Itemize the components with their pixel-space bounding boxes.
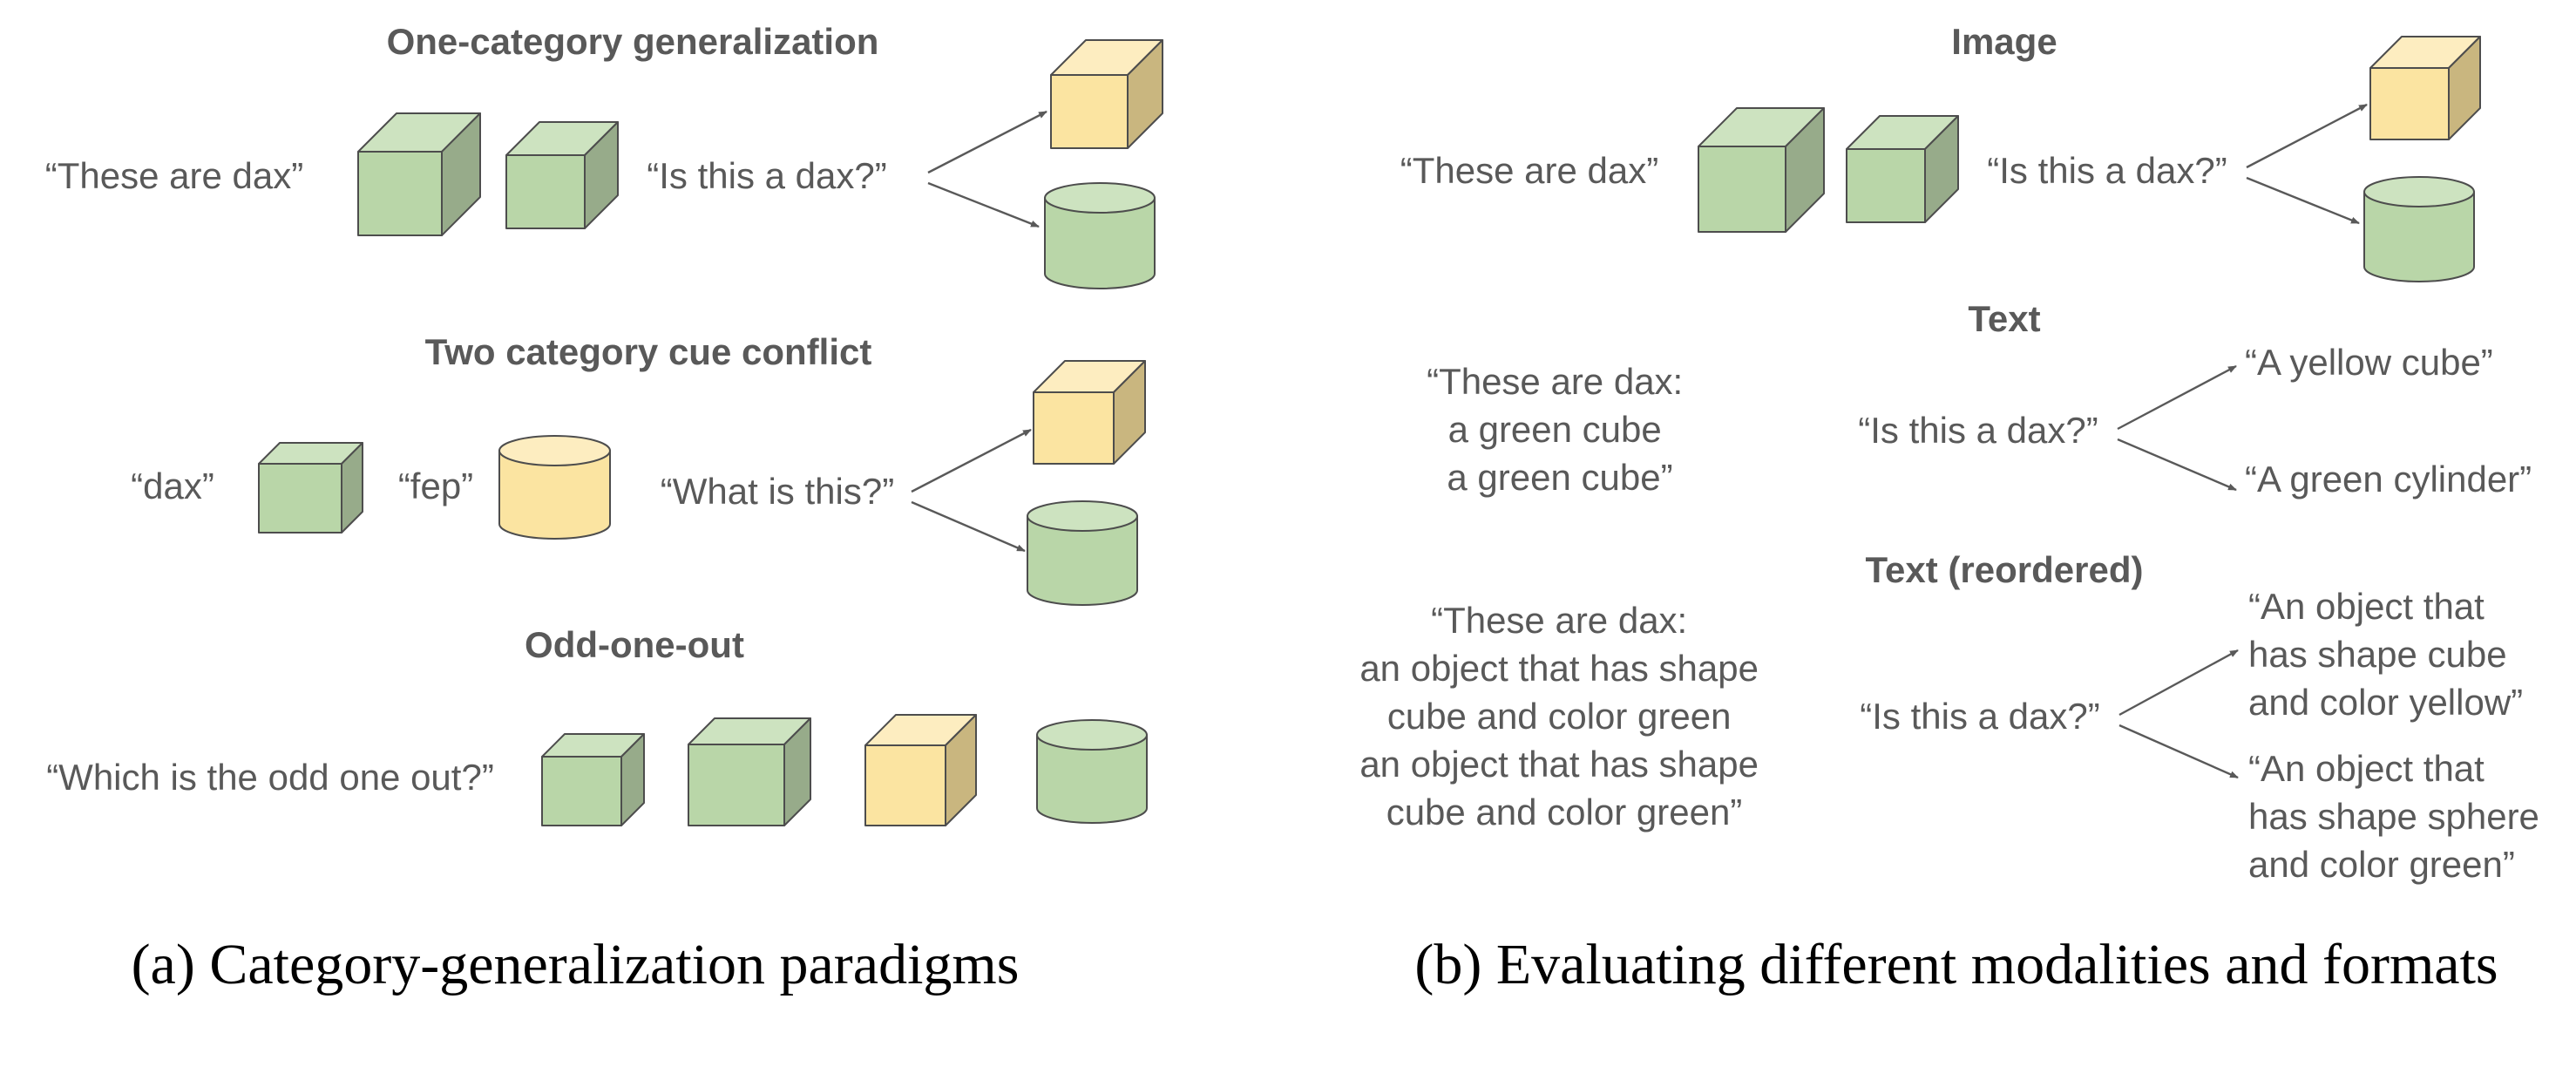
green-cube-odd-1 [541, 733, 645, 826]
text-context: “These are dax: a green cube a green cub… [1427, 361, 1693, 498]
arrow-to-yellow-cube-2 [911, 428, 1032, 493]
arrow-to-green-cylinder-3 [2246, 176, 2360, 225]
arrow-to-green-cylinder-2 [911, 500, 1026, 553]
panel-a: One-category generalization “These are d… [45, 21, 1163, 996]
green-cube-small [505, 121, 619, 229]
one-category-section: One-category generalization “These are d… [45, 21, 1163, 289]
text-reordered-context-line-5: cube and color green” [1386, 792, 1743, 833]
text-context-line-2: a green cube [1448, 409, 1662, 450]
yellow-cube-image-option [2369, 36, 2481, 140]
green-cube-large [357, 112, 481, 236]
text-reordered-context-line-4: an object that has shape [1359, 744, 1759, 785]
panel-b-caption: (b) Evaluating different modalities and … [1414, 933, 2498, 996]
reordered-option-1-line-3: and color yellow” [2248, 682, 2523, 723]
green-cube-image-large [1698, 107, 1825, 233]
text-question: “Is this a dax?” [1858, 410, 2098, 451]
text-reordered-option-2: “An object that has shape sphere and col… [2248, 748, 2550, 885]
text-reordered-section: Text (reordered) “These are dax: an obje… [1359, 549, 2550, 885]
arrow-to-green-cylinder [927, 181, 1040, 228]
one-category-context-label: “These are dax” [45, 155, 303, 196]
arrow-to-yellow-cube [927, 110, 1047, 174]
panel-a-caption: (a) Category-generalization paradigms [132, 933, 1020, 996]
green-cylinder-option-2 [1027, 500, 1138, 606]
green-cube-image-small [1846, 115, 1959, 223]
text-reordered-question: “Is this a dax?” [1860, 696, 2099, 737]
green-cube-odd-2 [688, 717, 811, 826]
reordered-option-1-line-1: “An object that [2248, 586, 2484, 627]
odd-one-out-section: Odd-one-out “Which is the odd one out?” [46, 624, 1148, 826]
reordered-option-2-line-1: “An object that [2248, 748, 2484, 789]
fep-label: “fep” [398, 466, 473, 506]
text-option-1: “A yellow cube” [2245, 342, 2493, 383]
arrow-to-yellow-cube-3 [2246, 103, 2368, 169]
arrow-to-green-cylinder-text [2117, 438, 2237, 492]
image-question: “Is this a dax?” [1987, 150, 2227, 191]
text-context-line-3: a green cube” [1447, 457, 1672, 498]
text-reordered-context-line-2: an object that has shape [1359, 648, 1759, 689]
panel-b: Image “These are dax” “Is this a dax?” T… [1359, 21, 2550, 996]
yellow-cube-option [1050, 39, 1163, 149]
image-context-label: “These are dax” [1400, 150, 1658, 191]
cue-conflict-question: “What is this?” [661, 471, 894, 512]
reordered-option-2-line-2: has shape sphere [2248, 796, 2539, 837]
green-cylinder-odd [1036, 719, 1148, 824]
green-cylinder-image-option [2363, 176, 2475, 282]
text-reordered-context-line-3: cube and color green [1387, 696, 1732, 737]
text-option-2: “A green cylinder” [2245, 459, 2532, 500]
cue-conflict-section: Two category cue conflict “dax” “fep” “W… [131, 331, 1146, 606]
text-reordered-heading: Text (reordered) [1866, 549, 2144, 590]
odd-one-out-heading: Odd-one-out [525, 624, 744, 665]
text-context-line-1: “These are dax: [1427, 361, 1683, 402]
odd-one-out-question: “Which is the odd one out?” [46, 757, 494, 798]
text-heading: Text [1968, 298, 2040, 339]
dax-label: “dax” [131, 466, 214, 506]
reordered-option-2-line-3: and color green” [2248, 844, 2515, 885]
arrow-to-option-2-reordered [2118, 724, 2239, 779]
yellow-cylinder-fep [498, 435, 611, 540]
green-cylinder-option [1044, 182, 1156, 289]
cue-conflict-heading: Two category cue conflict [425, 331, 872, 372]
image-section: Image “These are dax” “Is this a dax?” [1400, 21, 2481, 282]
reordered-option-1-line-2: has shape cube [2248, 634, 2507, 675]
arrow-to-option-1-reordered [2118, 649, 2239, 717]
yellow-cube-option-2 [1033, 360, 1146, 465]
image-heading: Image [1951, 21, 2057, 62]
text-reordered-context: “These are dax: an object that has shape… [1359, 600, 1768, 833]
arrow-to-yellow-cube-text [2117, 364, 2237, 431]
text-section: Text “These are dax: a green cube a gree… [1427, 298, 2532, 500]
text-reordered-option-1: “An object that has shape cube and color… [2248, 586, 2523, 723]
one-category-heading: One-category generalization [387, 21, 879, 62]
text-reordered-context-line-1: “These are dax: [1431, 600, 1687, 641]
one-category-question: “Is this a dax?” [647, 155, 886, 196]
green-cube-dax [258, 442, 363, 534]
yellow-cube-odd [864, 714, 977, 826]
